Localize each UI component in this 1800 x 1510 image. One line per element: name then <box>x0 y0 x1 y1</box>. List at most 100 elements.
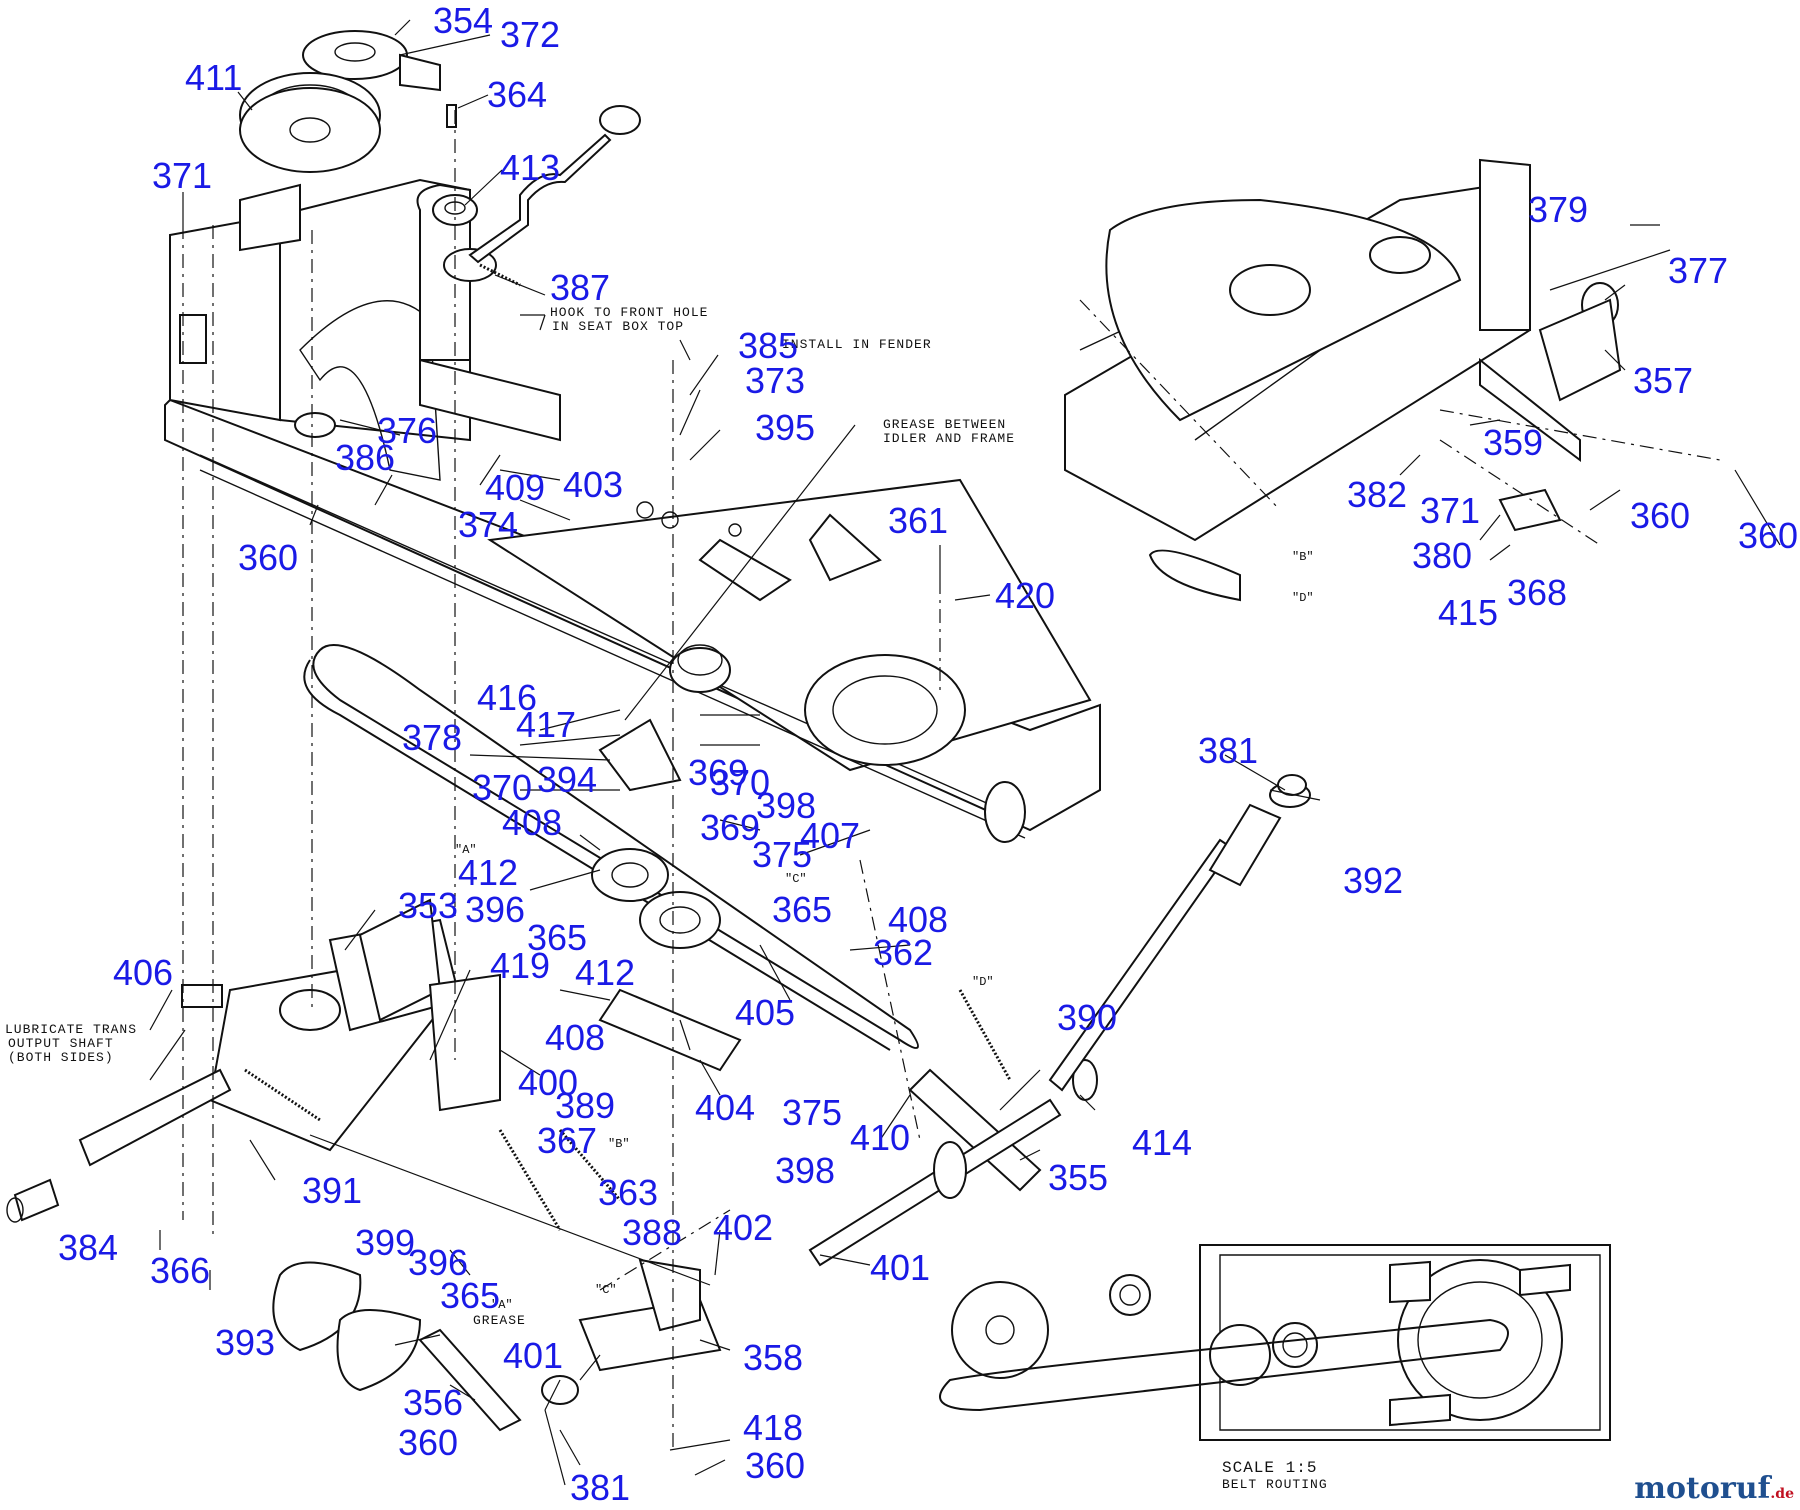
callout-389: 389 <box>555 1085 615 1126</box>
note-hook-1: HOOK TO FRONT HOLE <box>550 305 708 320</box>
reference-lines <box>182 110 941 1450</box>
callout-419: 419 <box>490 945 550 986</box>
callout-360-b: 360 <box>398 1422 458 1463</box>
note-lube-3: (BOTH SIDES) <box>8 1050 114 1065</box>
reference-tags: "A" "A" "B" "B" "C" "C" "D" "D" <box>455 550 1314 1312</box>
note-grease-2: IDLER AND FRAME <box>883 431 1015 446</box>
callout-404: 404 <box>695 1087 755 1128</box>
callout-358: 358 <box>743 1337 803 1378</box>
callout-360-c: 360 <box>745 1445 805 1486</box>
callout-365-c: 365 <box>440 1275 500 1316</box>
tag-d-1: "D" <box>1292 591 1314 605</box>
callout-417: 417 <box>516 704 576 745</box>
callout-360-e: 360 <box>1738 515 1798 556</box>
callout-369-a: 369 <box>688 752 748 793</box>
callout-374: 374 <box>458 504 518 545</box>
callout-409: 409 <box>485 467 545 508</box>
callout-372: 372 <box>500 14 560 55</box>
brand-tld: .de <box>1770 1486 1794 1502</box>
callout-381-b: 381 <box>1198 730 1258 771</box>
callout-356: 356 <box>403 1382 463 1423</box>
callout-378: 378 <box>402 717 462 758</box>
callout-406: 406 <box>113 952 173 993</box>
callout-398-b: 398 <box>775 1150 835 1191</box>
callout-371: 371 <box>152 155 212 196</box>
callout-408-c: 408 <box>545 1017 605 1058</box>
callout-373: 373 <box>745 360 805 401</box>
callout-384: 384 <box>58 1227 118 1268</box>
callout-367: 367 <box>537 1120 597 1161</box>
callout-386: 386 <box>335 437 395 478</box>
callout-387: 387 <box>550 267 610 308</box>
brand-logo: motoruf.de <box>1634 1471 1794 1506</box>
note-scale: SCALE 1:5 <box>1222 1459 1317 1477</box>
springs <box>558 989 1012 1201</box>
transmission <box>6 898 462 1223</box>
callout-357: 357 <box>1633 360 1693 401</box>
note-lube-2: OUTPUT SHAFT <box>8 1036 114 1051</box>
shift-lever <box>468 105 641 287</box>
callout-413: 413 <box>500 147 560 188</box>
belt-routing-inset <box>939 1244 1611 1441</box>
callout-354: 354 <box>433 0 493 41</box>
callout-396-a: 396 <box>465 889 525 930</box>
brand-name: motoruf <box>1634 1471 1771 1506</box>
callout-360-d: 360 <box>1630 495 1690 536</box>
leader-lines <box>149 19 1781 1486</box>
callout-411: 411 <box>185 57 242 98</box>
chassis-frame <box>164 398 1101 843</box>
note-hook-2: IN SEAT BOX TOP <box>552 319 684 334</box>
drive-belt <box>303 644 919 1051</box>
callout-403: 403 <box>563 464 623 505</box>
callout-368: 368 <box>1507 572 1567 613</box>
callout-359: 359 <box>1483 422 1543 463</box>
callout-418: 418 <box>743 1407 803 1448</box>
rear-tower <box>169 178 561 481</box>
callout-401-b: 401 <box>503 1335 563 1376</box>
tag-c-1: "C" <box>785 872 807 886</box>
note-grease-1: GREASE BETWEEN <box>883 417 1006 432</box>
tag-b-2: "B" <box>608 1137 630 1151</box>
callout-393: 393 <box>215 1322 275 1363</box>
callout-379: 379 <box>1528 189 1588 230</box>
callout-375-a: 375 <box>752 834 812 875</box>
callout-360-a: 360 <box>238 537 298 578</box>
callout-394: 394 <box>537 759 597 800</box>
callout-353: 353 <box>398 885 458 926</box>
callout-398-a: 398 <box>756 785 816 826</box>
callout-382: 382 <box>1347 474 1407 515</box>
tag-a-1: "A" <box>455 843 477 857</box>
callout-364: 364 <box>487 74 547 115</box>
callout-396-b: 396 <box>408 1242 468 1283</box>
callout-402: 402 <box>713 1207 773 1248</box>
callout-385: 385 <box>738 325 798 366</box>
callout-408-b: 408 <box>888 899 948 940</box>
callout-388: 388 <box>622 1212 682 1253</box>
callout-414: 414 <box>1132 1122 1192 1163</box>
tag-a-2: "A" <box>491 1298 513 1312</box>
callout-371-b: 371 <box>1420 490 1480 531</box>
tag-b-1: "B" <box>1292 550 1314 564</box>
inset-rear-view <box>1064 158 1721 602</box>
callout-380: 380 <box>1412 535 1472 576</box>
note-lube-1: LUBRICATE TRANS <box>5 1022 137 1037</box>
callout-400: 400 <box>518 1062 578 1103</box>
callout-412-a: 412 <box>458 852 518 893</box>
idler-pulleys <box>591 718 742 1072</box>
pedal-grip <box>1208 774 1311 887</box>
callout-390: 390 <box>1057 997 1117 1038</box>
callout-407: 407 <box>800 815 860 856</box>
callout-412-b: 412 <box>575 952 635 993</box>
callout-401-a: 401 <box>870 1247 930 1288</box>
note-grease-short: GREASE <box>473 1313 526 1328</box>
callout-399: 399 <box>355 1222 415 1263</box>
part-callouts: 354 372 411 364 371 413 387 385 373 395 … <box>58 0 1798 1508</box>
callout-416: 416 <box>477 677 537 718</box>
callout-415: 415 <box>1438 592 1498 633</box>
tag-c-2: "C" <box>595 1283 617 1297</box>
pulley-assembly-top <box>239 30 497 282</box>
callout-381-a: 381 <box>570 1467 630 1508</box>
callout-361: 361 <box>888 500 948 541</box>
callout-366: 366 <box>150 1250 210 1291</box>
